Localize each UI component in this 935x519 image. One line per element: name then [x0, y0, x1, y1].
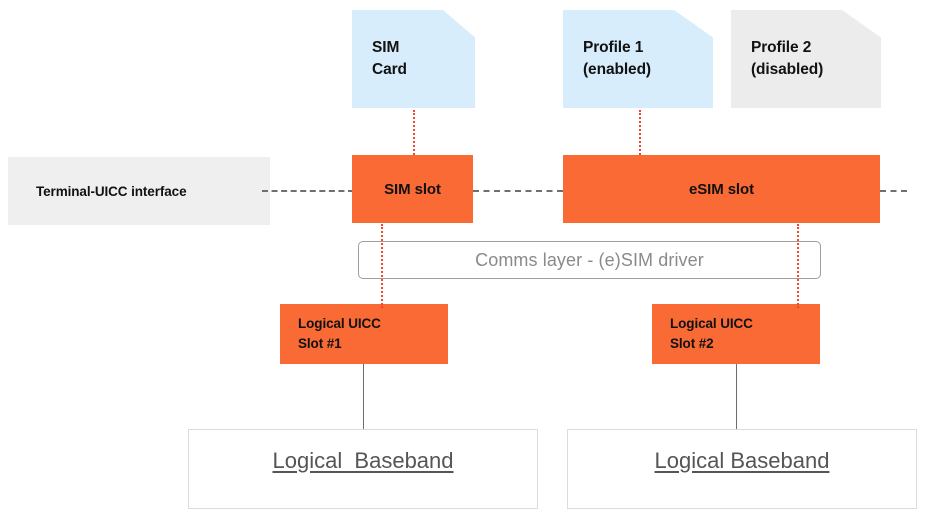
terminal-uicc-interface-label: Terminal-UICC interface — [36, 183, 187, 199]
sim-card-node[interactable]: SIM Card — [352, 10, 475, 108]
logical-uicc-slot-1-line1: Logical UICC — [298, 315, 381, 331]
connector-uicc2-to-baseband2 — [736, 364, 737, 430]
logical-uicc-slot-2-line2: Slot #2 — [670, 336, 714, 351]
bus-line-interface-to-sim-slot — [262, 190, 354, 192]
connector-uicc1-to-baseband1 — [363, 364, 364, 430]
logical-uicc-slot-1-text: Logical UICC Slot #1 — [298, 314, 381, 355]
comms-layer-label: Comms layer - (e)SIM driver — [475, 249, 704, 270]
connector-sim-slot-to-logical-uicc-1 — [381, 224, 383, 308]
logical-uicc-slot-2-text: Logical UICC Slot #2 — [670, 314, 753, 355]
logical-baseband-1-label: Logical Baseband — [272, 448, 454, 473]
bus-line-esim-slot-right — [880, 190, 907, 192]
connector-esim-slot-to-logical-uicc-2 — [797, 224, 799, 308]
sim-card-line1: SIM — [372, 38, 400, 56]
profile-1-text: Profile 1 (enabled) — [583, 37, 651, 82]
connector-profile1-to-esim-slot — [639, 110, 641, 155]
profile-2-line2: (disabled) — [751, 61, 824, 78]
logical-uicc-slot-2-node[interactable]: Logical UICC Slot #2 — [652, 304, 820, 364]
terminal-uicc-interface-node: Terminal-UICC interface — [8, 157, 270, 225]
profile-1-line2: (enabled) — [583, 61, 651, 78]
profile-1-node[interactable]: Profile 1 (enabled) — [563, 10, 713, 108]
logical-uicc-slot-2-line1: Logical UICC — [670, 315, 753, 331]
sim-slot-node[interactable]: SIM slot — [352, 155, 473, 223]
profile-2-node[interactable]: Profile 2 (disabled) — [731, 10, 881, 108]
esim-slot-node[interactable]: eSIM slot — [563, 155, 880, 223]
comms-layer-node[interactable]: Comms layer - (e)SIM driver — [358, 241, 821, 279]
logical-baseband-2-node[interactable]: Logical Baseband — [567, 429, 917, 509]
bus-line-sim-slot-to-esim-slot — [473, 190, 563, 192]
logical-baseband-2-label: Logical Baseband — [654, 448, 830, 473]
logical-uicc-slot-1-node[interactable]: Logical UICC Slot #1 — [280, 304, 448, 364]
logical-baseband-1-node[interactable]: Logical Baseband — [188, 429, 538, 509]
sim-card-line2: Card — [372, 61, 407, 78]
profile-2-text: Profile 2 (disabled) — [751, 37, 823, 82]
sim-card-text: SIM Card — [372, 37, 407, 82]
sim-slot-label: SIM slot — [384, 180, 441, 198]
logical-uicc-slot-1-line2: Slot #1 — [298, 336, 342, 351]
esim-slot-label: eSIM slot — [689, 180, 754, 198]
profile-2-line1: Profile 2 — [751, 38, 812, 56]
profile-1-line1: Profile 1 — [583, 38, 644, 56]
connector-sim-card-to-sim-slot — [413, 110, 415, 155]
